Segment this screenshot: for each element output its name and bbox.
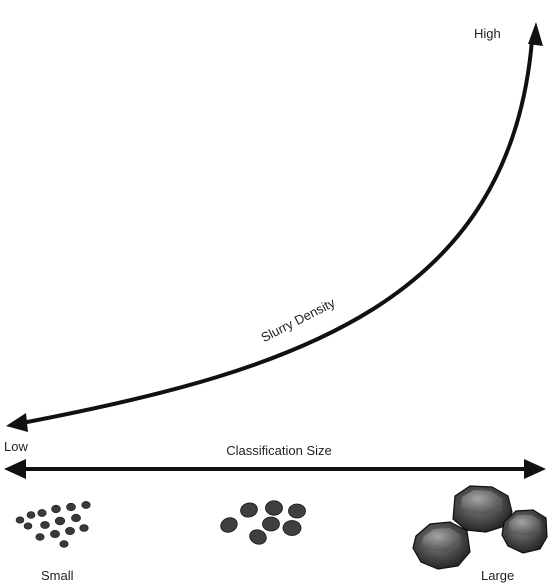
large-particle xyxy=(452,485,513,533)
small-particle xyxy=(59,540,69,548)
high-arrowhead xyxy=(528,22,543,46)
medium-particle xyxy=(249,529,267,545)
classification-size-label: Classification Size xyxy=(226,443,332,458)
medium-particle xyxy=(288,503,306,519)
small-particle xyxy=(26,511,36,519)
large-particle xyxy=(501,509,548,554)
slurry-density-label: Slurry Density xyxy=(259,295,338,345)
medium-particle xyxy=(220,517,238,533)
low-label: Low xyxy=(4,439,28,454)
small-particle xyxy=(37,509,47,517)
slurry-density-curve xyxy=(20,38,534,425)
right-arrowhead xyxy=(524,459,546,479)
high-label: High xyxy=(474,26,501,41)
small-particle xyxy=(79,524,89,532)
small-particle xyxy=(66,502,76,512)
large-label: Large xyxy=(481,568,514,583)
large-particles xyxy=(412,485,548,570)
medium-particle xyxy=(265,500,283,516)
low-arrowhead xyxy=(6,413,28,432)
small-label: Small xyxy=(41,568,74,583)
small-particle xyxy=(40,521,50,529)
medium-particle xyxy=(282,520,302,536)
small-particle xyxy=(54,516,66,526)
small-particle xyxy=(71,513,81,523)
small-particles xyxy=(15,501,91,548)
large-particle xyxy=(412,521,471,570)
medium-particles xyxy=(220,500,306,545)
small-particle xyxy=(81,501,91,509)
small-particle xyxy=(35,533,45,541)
small-particle xyxy=(50,529,60,538)
small-particle xyxy=(65,526,75,535)
small-particle xyxy=(15,516,25,524)
medium-particle xyxy=(240,502,258,518)
small-particle xyxy=(51,504,61,514)
medium-particle xyxy=(262,516,280,532)
small-particle xyxy=(23,522,33,530)
left-arrowhead xyxy=(4,459,26,479)
